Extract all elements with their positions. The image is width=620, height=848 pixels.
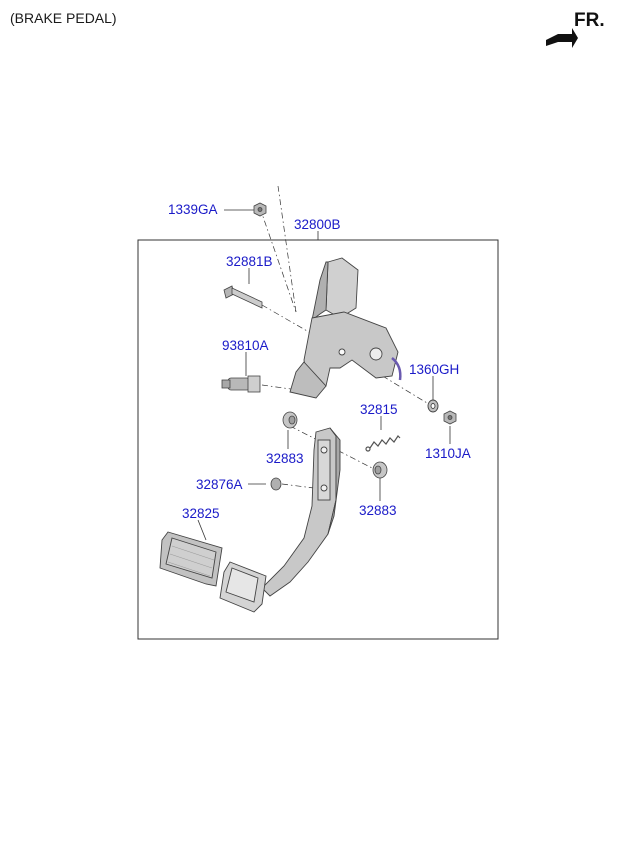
bolt-32881B xyxy=(223,285,263,309)
nut-1339GA xyxy=(253,202,267,217)
label-93810A: 93810A xyxy=(222,338,269,353)
spring-32815 xyxy=(365,435,401,452)
front-direction-label: FR. xyxy=(574,10,605,31)
label-32881B: 32881B xyxy=(226,254,273,269)
label-32800B: 32800B xyxy=(294,217,341,232)
label-32883-upper: 32883 xyxy=(266,451,304,466)
diagram-title: (BRAKE PEDAL) xyxy=(10,10,117,26)
stopper-32876A xyxy=(270,477,282,491)
bushing-32883-upper xyxy=(282,411,298,429)
front-arrow-icon xyxy=(546,28,578,48)
pedal-arm xyxy=(219,427,341,613)
label-32815: 32815 xyxy=(360,402,398,417)
bracket-32800B xyxy=(289,257,402,399)
washer-1360GH xyxy=(427,399,439,413)
label-32876A: 32876A xyxy=(196,477,243,492)
switch-93810A xyxy=(221,375,261,393)
label-1310JA: 1310JA xyxy=(425,446,471,461)
label-32825: 32825 xyxy=(182,506,220,521)
label-1360GH: 1360GH xyxy=(409,362,460,377)
bushing-32883-lower xyxy=(372,461,388,479)
pedal-pad-32825 xyxy=(159,531,223,587)
label-1339GA: 1339GA xyxy=(168,202,218,217)
nut-1310JA xyxy=(443,410,457,425)
label-32883-lower: 32883 xyxy=(359,503,397,518)
